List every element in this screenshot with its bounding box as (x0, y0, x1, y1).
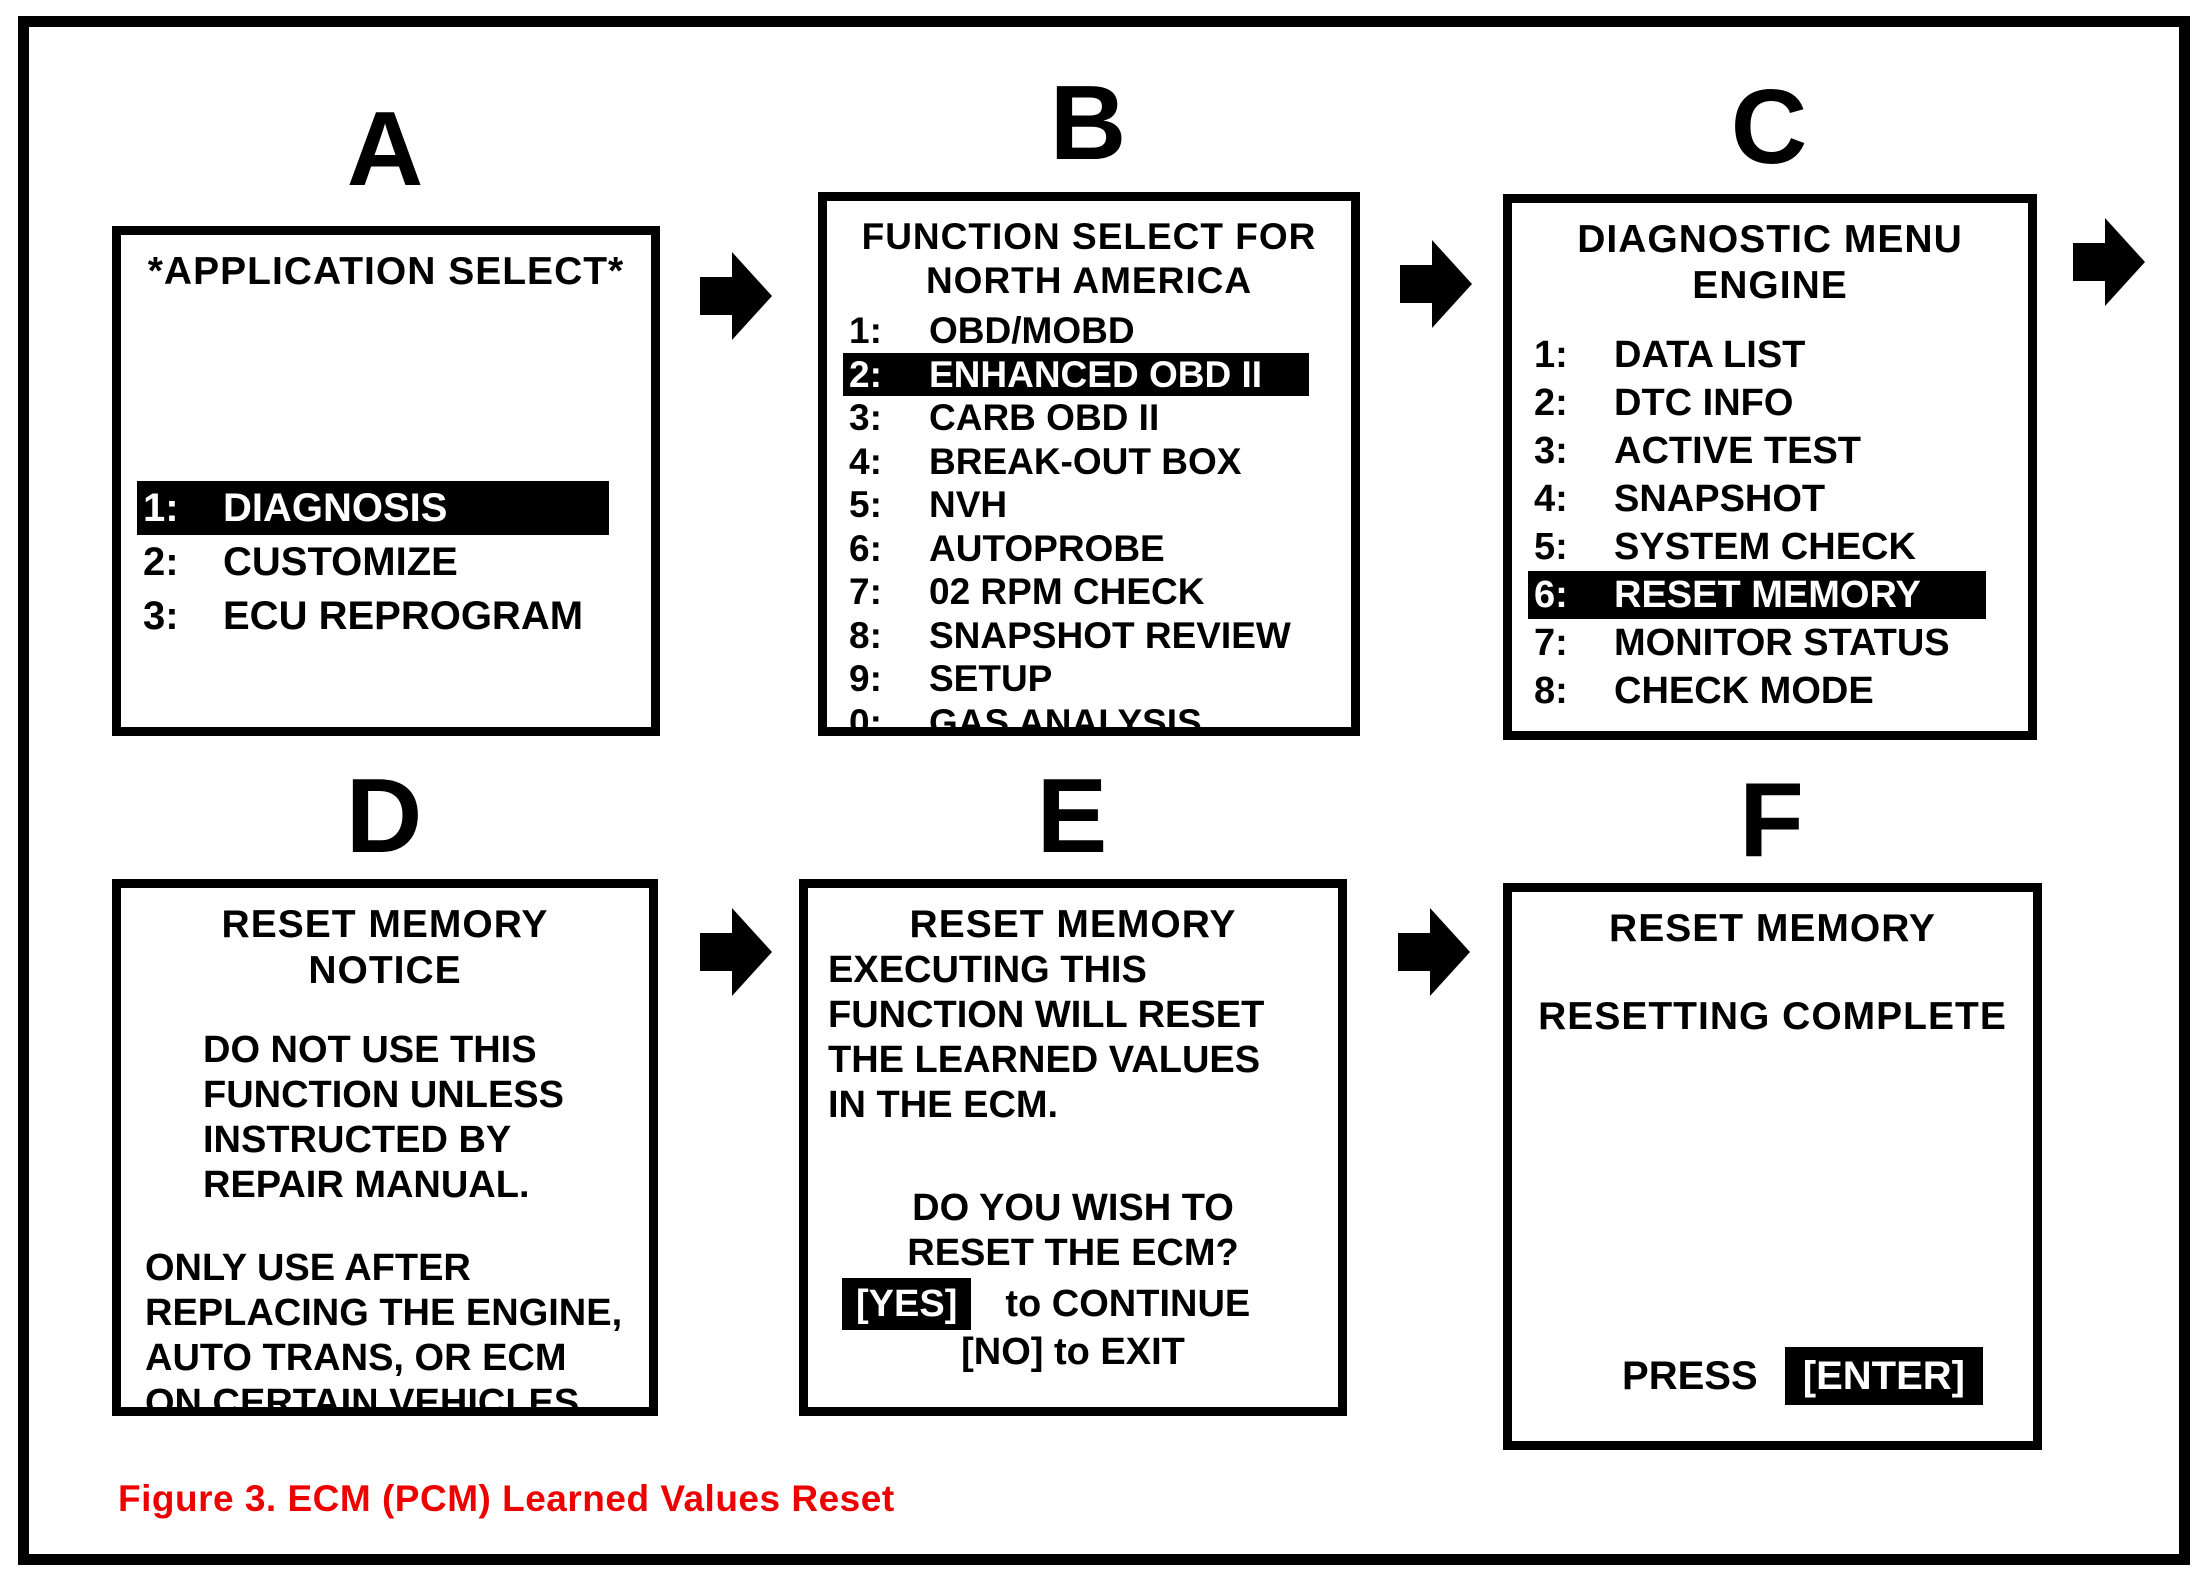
screen-title-line1: DIAGNOSTIC MENU (1577, 218, 1963, 261)
panel-a-letter: A (346, 90, 426, 208)
menu-list: 1: OBD/MOBD 2: ENHANCED OBD II 3: CARB O… (843, 309, 1335, 744)
notice-paragraph-1: DO NOT USE THIS FUNCTION UNLESS INSTRUCT… (203, 1029, 564, 1206)
menu-item-gas-analysis: 0: GAS ANALYSIS (849, 701, 1202, 743)
yes-key-token: [YES] (842, 1278, 972, 1330)
menu-item-diagnosis: 1: DIAGNOSIS (137, 481, 609, 535)
menu-item-dtc-info: 2: DTC INFO (1534, 382, 1794, 424)
menu-item-check-mode: 8: CHECK MODE (1534, 670, 1874, 712)
menu-item-setup: 9: SETUP (849, 658, 1053, 699)
menu-item-02-rpm-check: 7: 02 RPM CHECK (849, 571, 1205, 612)
status-text: RESETTING COMPLETE (1538, 995, 2007, 1038)
panel-d-screen: RESET MEMORY NOTICE DO NOT USE THIS FUNC… (112, 879, 658, 1424)
menu-list: 1: DATA LIST 2: DTC INFO 3: ACTIVE TEST … (1528, 331, 2012, 715)
panel-e-letter: E (1036, 757, 1110, 875)
screen-title-line2: ENGINE (1692, 264, 1848, 307)
panel-b: B FUNCTION SELECT FOR NORTH AMERICA 1: O… (818, 68, 1360, 743)
panel-f: F RESET MEMORY RESETTING COMPLETE PRESS … (1503, 765, 2042, 1450)
outer-frame (18, 16, 2190, 1565)
menu-item-enhanced-obd-ii: 2: ENHANCED OBD II (843, 352, 1309, 396)
menu-item-system-check: 5: SYSTEM CHECK (1534, 526, 1916, 568)
confirm-question: DO YOU WISH TO RESET THE ECM? (907, 1187, 1239, 1274)
right-arrow-icon (700, 908, 772, 996)
panel-e: E RESET MEMORY EXECUTING THIS FUNCTION W… (799, 761, 1347, 1416)
menu-item-customize: 2: CUSTOMIZE (143, 540, 458, 584)
panel-c-letter: C (1730, 68, 1810, 186)
right-arrow-icon (1398, 908, 1470, 996)
menu-list: 1: DIAGNOSIS 2: CUSTOMIZE 3: ECU REPROGR… (137, 481, 635, 643)
menu-item-active-test: 3: ACTIVE TEST (1534, 430, 1862, 472)
menu-item-ecu-reprogram: 3: ECU REPROGRAM (143, 594, 584, 638)
panel-a: A *APPLICATION SELECT* 1: DIAGNOSIS 2: C… (112, 94, 660, 736)
right-arrow-icon (1400, 240, 1472, 328)
enter-key-token: [ENTER] (1784, 1347, 1983, 1405)
spacer (1528, 1040, 2017, 1347)
warning-body: EXECUTING THIS FUNCTION WILL RESET THE L… (828, 949, 1265, 1126)
panel-b-screen: FUNCTION SELECT FOR NORTH AMERICA 1: OBD… (818, 192, 1360, 743)
menu-item-break-out-box: 4: BREAK-OUT BOX (849, 440, 1242, 482)
figure-caption: Figure 3. ECM (PCM) Learned Values Reset (118, 1478, 895, 1519)
panel-a-screen: *APPLICATION SELECT* 1: DIAGNOSIS 2: CUS… (112, 226, 660, 736)
panel-d-letter: D (345, 757, 425, 875)
press-enter-line: PRESS [ENTER] (1528, 1347, 2017, 1405)
menu-item-data-list: 1: DATA LIST (1534, 334, 1806, 376)
panel-e-screen: RESET MEMORY EXECUTING THIS FUNCTION WIL… (799, 879, 1347, 1416)
no-option-line: [NO] to EXIT (961, 1331, 1185, 1373)
screen-title: RESET MEMORY (1609, 907, 1936, 950)
screen-title-line1: FUNCTION SELECT FOR (861, 216, 1317, 257)
screen-title: *APPLICATION SELECT* (147, 250, 625, 293)
menu-item-snapshot-review: 8: SNAPSHOT REVIEW (849, 614, 1291, 656)
right-arrow-icon (2073, 218, 2145, 306)
panel-f-letter: F (1739, 761, 1806, 879)
right-arrow-icon (700, 252, 772, 340)
panel-b-letter: B (1049, 64, 1129, 182)
screen-title: RESET MEMORY (909, 903, 1237, 946)
menu-item-obd-mobd: 1: OBD/MOBD (849, 310, 1135, 351)
screen-title-line2: NOTICE (308, 949, 462, 992)
menu-item-reset-memory: 6: RESET MEMORY (1528, 571, 1986, 619)
menu-item-monitor-status: 7: MONITOR STATUS (1534, 622, 1950, 664)
panel-f-screen: RESET MEMORY RESETTING COMPLETE PRESS [E… (1503, 883, 2042, 1450)
screen-title-line2: NORTH AMERICA (925, 260, 1253, 301)
notice-paragraph-2: ONLY USE AFTER REPLACING THE ENGINE, AUT… (145, 1247, 623, 1424)
screen-title-line1: RESET MEMORY (221, 903, 549, 946)
panel-c-screen: DIAGNOSTIC MENU ENGINE 1: DATA LIST 2: D… (1503, 194, 2037, 740)
panel-c: C DIAGNOSTIC MENU ENGINE 1: DATA LIST 2:… (1503, 72, 2037, 740)
menu-item-autoprobe: 6: AUTOPROBE (849, 527, 1165, 569)
panel-d: D RESET MEMORY NOTICE DO NOT USE THIS FU… (112, 761, 658, 1424)
menu-item-carb-obd-ii: 3: CARB OBD II (849, 397, 1160, 438)
menu-item-nvh: 5: NVH (849, 484, 1008, 525)
menu-item-snapshot: 4: SNAPSHOT (1534, 478, 1826, 520)
yes-option-line: [YES] to CONTINUE (824, 1278, 1322, 1330)
